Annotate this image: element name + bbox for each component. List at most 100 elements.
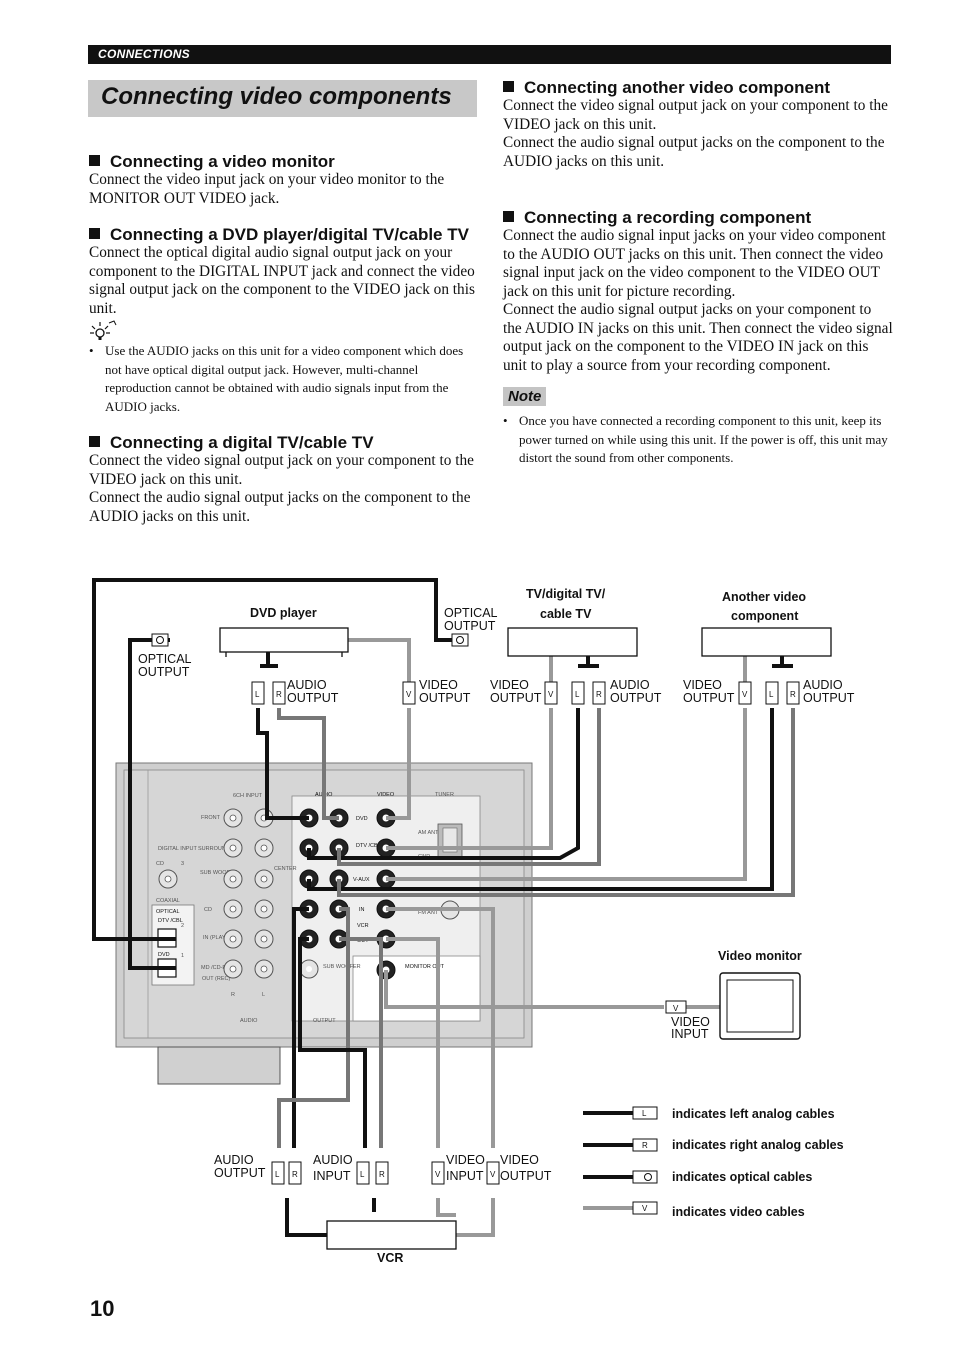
plug-r-another: R [790,690,796,699]
body-recording-2: Connect the audio signal output jacks on… [503,301,893,374]
legend-plug-r: R [642,1141,648,1150]
plug-r-vcr-out: R [292,1170,298,1179]
panel-num-3: 3 [181,861,184,867]
vcr-video-out-label-1: VIDEO [500,1153,539,1167]
body-video-monitor: Connect the video input jack on your vid… [89,171,445,207]
monitor-video-label-1: VIDEO [671,1015,710,1029]
legend-plug-v: V [642,1204,648,1213]
dvd-audio-label-1: AUDIO [287,678,327,692]
heading-square-icon [89,228,100,239]
plug-v-vcr-out: V [490,1170,496,1179]
another-video-box: Another video component [701,590,832,657]
panel-in-play: IN (PLAY) [203,935,228,941]
panel-row-dvd: DVD [356,816,368,822]
panel-6ch-input: 6CH INPUT [233,793,263,799]
heading-another-video: Connecting another video component [503,78,893,97]
digital-tv-box: TV/digital TV/ cable TV [507,587,638,657]
dvd-video-label-2: OUTPUT [419,691,471,705]
panel-out-rec: OUT (REC) [202,976,230,982]
panel-digital-input: DIGITAL INPUT [158,846,197,852]
heading-video-monitor: Connecting a video monitor [89,152,479,171]
another-audio-label-2: OUTPUT [803,691,855,705]
panel-cd: CD [204,907,212,913]
panel-sub-woofer: SUB WOOFER [200,870,238,876]
heading-recording: Connecting a recording component [503,208,893,227]
legend-plug-l: L [642,1109,647,1118]
section-header-bar: CONNECTIONS [88,45,891,64]
tv-audio-label-2: OUTPUT [610,691,662,705]
vcr-label: VCR [377,1251,403,1265]
legend-left-text: indicates left analog cables [672,1107,835,1121]
body-dvd-player: Connect the optical digital audio signal… [89,244,475,317]
panel-dvd: DVD [158,952,170,958]
note-label: Note [503,387,547,406]
connection-diagram: 6CH INPUT AUDIO VIDEO TUNER FRONT SURROU… [92,578,855,1265]
page-title-box: Connecting video components [88,80,477,117]
digital-tv-label-1: TV/digital TV/ [526,587,606,601]
vcr-audio-in-label-1: AUDIO [313,1153,353,1167]
plug-v-vcr-in: V [435,1170,441,1179]
heading-square-icon [503,211,514,222]
panel-dtv-cbl: DTV /CBL [158,918,183,924]
body-another-video-1: Connect the video signal output jack on … [503,97,888,133]
cable-legend: L indicates left analog cables R indicat… [583,1106,844,1219]
panel-audio-label: AUDIO [240,1018,258,1024]
panel-sub-woofer-out: SUB WOOFER [323,964,361,970]
note-text: Once you have connected a recording comp… [503,412,893,468]
dvd-audio-label-2: OUTPUT [287,691,339,705]
another-audio-label-1: AUDIO [803,678,843,692]
heading-digital-tv: Connecting a digital TV/cable TV [89,433,479,452]
legend-optical-text: indicates optical cables [672,1170,812,1184]
panel-num-2: 2 [181,923,184,929]
legend-right-text: indicates right analog cables [672,1138,844,1152]
legend-video-text: indicates video cables [672,1205,805,1219]
section-header-label: CONNECTIONS [98,47,190,61]
plug-r-dvd: R [276,690,282,699]
vcr-video-in-label-1: VIDEO [446,1153,485,1167]
panel-row-vcr: VCR [357,923,369,929]
vcr-video-in-label-2: INPUT [446,1169,484,1183]
vcr-audio-out-label-1: AUDIO [214,1153,254,1167]
heading-dvd-player: Connecting a DVD player/digital TV/cable… [89,225,479,244]
tv-video-label-2: OUTPUT [490,691,542,705]
video-monitor: Video monitor [718,949,802,1040]
plug-v-dvd: V [406,690,412,699]
heading-square-icon [89,436,100,447]
plug-r-vcr-in: R [379,1170,385,1179]
panel-optical: OPTICAL [156,909,180,915]
panel-coaxial: COAXIAL [156,898,180,904]
panel-cd-small: CD [156,861,164,867]
plug-v-tv: V [548,690,554,699]
dvd-player-box: DVD player [219,606,349,657]
plug-v-another: V [742,690,748,699]
panel-num-1: 1 [181,953,184,959]
panel-am-ant: AM ANT [418,830,439,836]
page-title: Connecting video components [101,83,452,110]
panel-md-cdr: MD /CD-R [201,965,226,971]
tv-optical-label-1: OPTICAL [444,606,498,620]
body-digital-tv-2: Connect the audio signal output jacks on… [89,489,471,525]
video-monitor-label: Video monitor [718,949,802,963]
tv-video-label-1: VIDEO [490,678,529,692]
tv-optical-label-2: OUTPUT [444,619,496,633]
vcr-audio-in-label-2: INPUT [313,1169,351,1183]
plug-l-another: L [769,690,774,699]
tip-icon [89,320,479,342]
plug-l-vcr-in: L [360,1170,365,1179]
heading-square-icon [89,155,100,166]
another-video-label-out-1: VIDEO [683,678,722,692]
tv-audio-label-1: AUDIO [610,678,650,692]
dvd-optical-label-1: OPTICAL [138,652,192,666]
panel-r-mark: R [231,992,235,998]
body-another-video-2: Connect the audio signal output jacks on… [503,134,885,170]
another-video-label-out-2: OUTPUT [683,691,735,705]
plug-v-monitor: V [673,1004,679,1013]
panel-fm-ant: FM ANT [418,910,439,916]
heading-square-icon [503,81,514,92]
panel-front: FRONT [201,815,221,821]
monitor-video-label-2: INPUT [671,1027,709,1041]
another-video-label-2: component [731,609,799,623]
panel-row-vaux: V-AUX [353,877,370,883]
another-video-label-1: Another video [722,590,806,604]
plug-l-dvd: L [255,690,260,699]
